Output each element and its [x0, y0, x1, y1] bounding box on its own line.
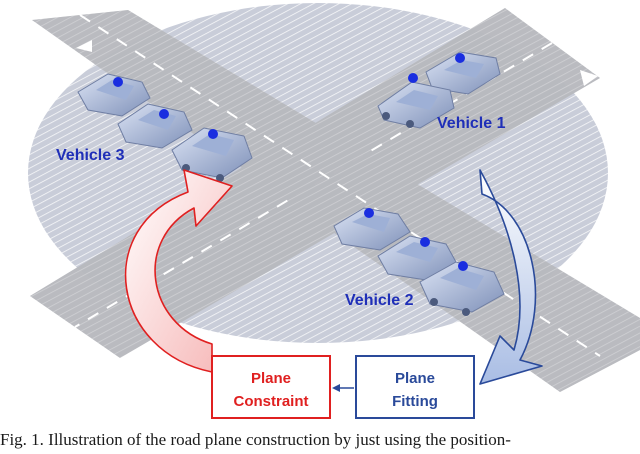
plane-constraint-line2: Constraint: [234, 393, 309, 410]
position-dot: [420, 237, 430, 247]
plane-fitting-box: Plane Fitting: [355, 355, 475, 419]
vehicle-3-label: Vehicle 3: [56, 147, 125, 164]
position-dot: [455, 53, 465, 63]
position-dot: [408, 73, 418, 83]
fitting-to-constraint-arrow: [332, 384, 354, 392]
vehicle-3-cars: [77, 73, 253, 182]
plane-constraint-box: Plane Constraint: [211, 355, 331, 419]
fitting-arrow: [479, 169, 543, 385]
position-dot: [458, 261, 468, 271]
car: [377, 81, 455, 129]
vehicle-2-label: Vehicle 2: [345, 292, 414, 309]
vehicle-2-cars: [333, 207, 505, 316]
car: [333, 207, 411, 251]
car: [77, 73, 151, 117]
car: [377, 235, 457, 281]
car: [419, 261, 505, 316]
figure-caption: Fig. 1. Illustration of the road plane c…: [0, 430, 511, 449]
car: [171, 127, 253, 182]
plane-fitting-line2: Fitting: [392, 393, 438, 410]
plane-constraint-line1: Plane: [251, 370, 291, 387]
car: [425, 51, 501, 95]
vehicle-1-label: Vehicle 1: [437, 115, 506, 132]
position-dot: [208, 129, 218, 139]
constraint-arrow: [124, 169, 233, 373]
position-dot: [113, 77, 123, 87]
position-dot: [159, 109, 169, 119]
plane-fitting-line1: Plane: [395, 370, 435, 387]
position-dot: [364, 208, 374, 218]
vehicle-1-cars: [377, 51, 501, 129]
